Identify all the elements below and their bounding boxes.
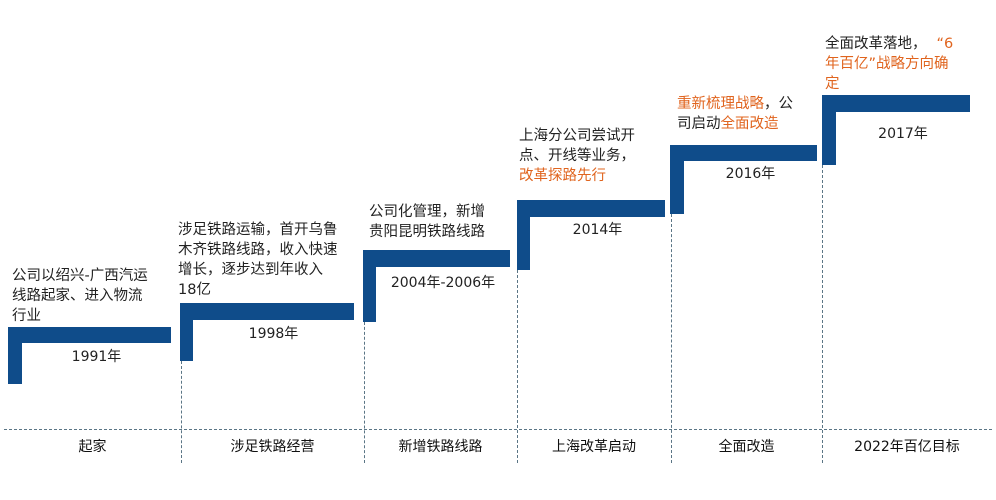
step-description: 重新梳理战略，公 司启动全面改造	[677, 94, 793, 134]
phase-label: 新增铁路线路	[398, 439, 483, 455]
desc-line: 公司化管理，新增	[369, 204, 485, 220]
step-bar-vertical	[8, 327, 22, 384]
step-year: 1998年	[248, 326, 299, 342]
step-bar-vertical	[517, 200, 530, 270]
desc-line: 木齐铁路线路，收入快速	[178, 242, 338, 258]
phase-divider	[181, 361, 182, 463]
desc-line: 18亿	[178, 282, 211, 298]
desc-line: 行业	[12, 308, 41, 324]
step-bar-vertical	[670, 145, 684, 214]
desc-line: 增长，逐步达到年收入	[178, 262, 323, 278]
step-bar-horizontal	[822, 95, 970, 112]
desc-highlight: 年百亿”战略方向确	[825, 56, 949, 72]
desc-text: ，公	[764, 96, 793, 112]
desc-text: 全面改革落地，	[825, 36, 927, 52]
phase-divider	[517, 270, 518, 463]
step-year: 2016年	[725, 166, 776, 182]
desc-line: 上海分公司尝试开	[519, 128, 635, 144]
desc-highlight: 重新梳理战略	[677, 96, 764, 112]
step-description: 公司以绍兴-广西汽运 线路起家、进入物流 行业	[12, 266, 148, 326]
step-description: 全面改革落地， “6 年百亿”战略方向确 定	[825, 34, 953, 94]
desc-line: 涉足铁路运输，首开乌鲁	[178, 222, 338, 238]
step-description: 上海分公司尝试开 点、开线等业务， 改革探路先行	[519, 126, 635, 186]
phase-label: 2022年百亿目标	[854, 439, 960, 455]
step-bar-horizontal	[180, 303, 354, 320]
desc-line: 公司以绍兴-广西汽运	[12, 268, 148, 284]
timeline-baseline	[4, 429, 992, 430]
desc-line: 全面改革落地， “6	[825, 34, 953, 54]
step-year: 2014年	[572, 222, 623, 238]
phase-label: 全面改造	[718, 439, 775, 455]
step-year: 2017年	[878, 126, 928, 142]
desc-line: 贵阳昆明铁路线路	[369, 224, 485, 240]
step-description: 公司化管理，新增 贵阳昆明铁路线路	[369, 202, 485, 242]
step-bar-vertical	[180, 303, 193, 361]
step-description: 涉足铁路运输，首开乌鲁 木齐铁路线路，收入快速 增长，逐步达到年收入 18亿	[178, 220, 338, 300]
phase-divider	[671, 214, 672, 463]
step-bar-horizontal	[8, 327, 171, 343]
desc-text: 司启动	[677, 116, 721, 132]
step-bar-vertical	[822, 95, 836, 165]
step-bar-vertical	[363, 250, 376, 322]
phase-label: 上海改革启动	[552, 439, 636, 455]
desc-highlight: 全面改造	[720, 116, 779, 132]
step-year: 2004年-2006年	[390, 275, 496, 291]
desc-highlight: “6	[936, 36, 954, 52]
desc-line: 线路起家、进入物流	[12, 288, 143, 304]
step-bar-horizontal	[363, 250, 510, 267]
step-bar-horizontal	[670, 145, 817, 161]
desc-line: 点、开线等业务，	[519, 148, 635, 164]
desc-highlight: 定	[825, 76, 840, 92]
phase-label: 起家	[78, 439, 107, 455]
phase-divider	[364, 322, 365, 463]
desc-line: 重新梳理战略，公	[677, 94, 793, 114]
phase-label: 涉足铁路经营	[230, 439, 315, 455]
phase-divider	[822, 165, 823, 463]
desc-highlight: 改革探路先行	[519, 168, 606, 184]
desc-line: 司启动全面改造	[677, 114, 793, 134]
step-bar-horizontal	[517, 200, 665, 217]
step-year: 1991年	[71, 349, 122, 365]
